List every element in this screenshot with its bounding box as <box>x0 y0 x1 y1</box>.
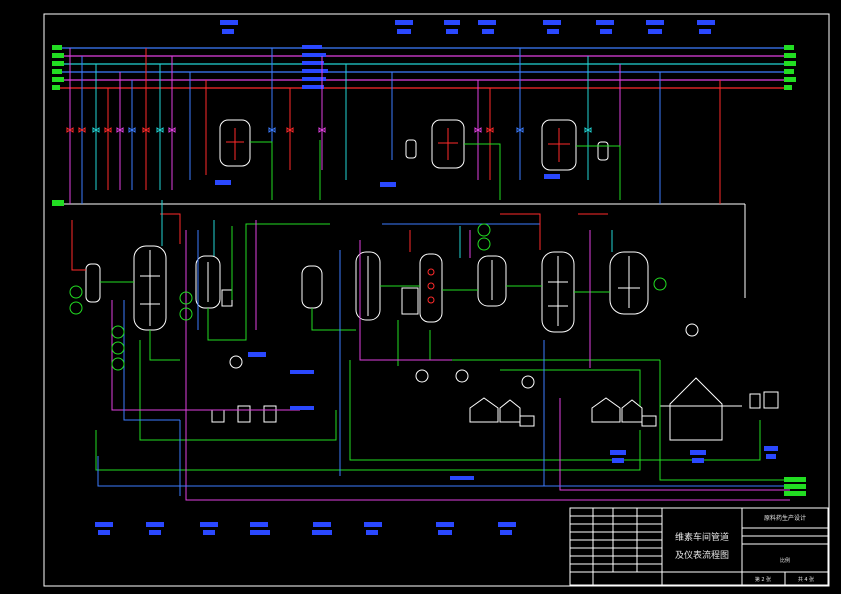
utility-header-tags-left <box>52 45 64 90</box>
mid-equipment-tags <box>248 352 778 480</box>
total-sheets: 共 4 张 <box>798 576 814 583</box>
steam-lines <box>71 213 608 271</box>
reactors <box>85 245 649 333</box>
sheet-number: 第 2 张 <box>755 576 771 583</box>
air-lines <box>161 200 613 258</box>
pumps <box>229 323 699 389</box>
water-lines <box>97 223 790 496</box>
title-block <box>569 507 829 586</box>
drawing-title-line2: 及仪表流程图 <box>675 549 729 561</box>
valve-symbols <box>66 127 592 133</box>
vacuum-lines <box>111 220 790 501</box>
project-name: 原料药生产设计 <box>764 514 806 522</box>
outlet-tags <box>784 477 806 496</box>
centrifuges <box>211 377 779 441</box>
utility-header-lines <box>52 47 790 89</box>
utility-header-tags-right <box>784 45 796 90</box>
bottom-equipment-tags <box>95 522 516 535</box>
top-equipment-tags <box>220 20 715 34</box>
header-line-labels <box>302 45 328 89</box>
main-header-pipe <box>52 200 746 298</box>
process-lines <box>95 140 790 481</box>
utility-drops <box>69 48 721 204</box>
upper-tanks <box>219 119 609 171</box>
drawing-frame <box>43 13 830 587</box>
scale-label: 比例 <box>780 557 790 564</box>
instrument-bubbles <box>69 223 667 371</box>
upper-tank-tags <box>215 174 560 187</box>
drawing-title-line1: 维素车间管道 <box>675 531 729 543</box>
